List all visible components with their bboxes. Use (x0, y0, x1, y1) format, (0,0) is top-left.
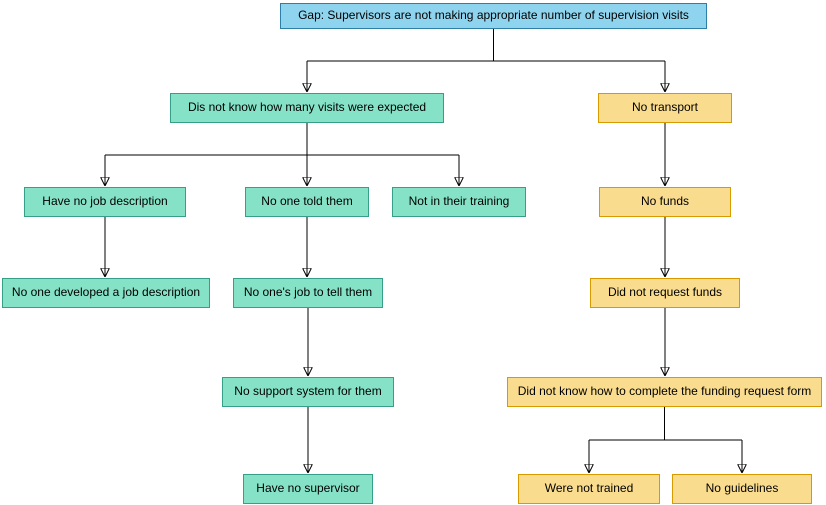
node-no-guidelines-label: No guidelines (705, 481, 779, 496)
node-have-no-supervisor-label: Have no supervisor (256, 481, 360, 496)
node-no-support-system[interactable]: No support system for them (222, 377, 394, 407)
node-no-one-told-them-label: No one told them (261, 194, 353, 209)
node-did-not-request-funds[interactable]: Did not request funds (590, 278, 740, 308)
node-no-transport[interactable]: No transport (598, 93, 732, 123)
node-not-in-their-training-label: Not in their training (408, 194, 510, 209)
node-have-no-job-description-label: Have no job description (42, 194, 168, 209)
node-no-one-developed[interactable]: No one developed a job description (2, 278, 210, 308)
node-gap[interactable]: Gap: Supervisors are not making appropri… (280, 3, 707, 29)
node-no-funds[interactable]: No funds (599, 187, 731, 217)
node-dis-not-know-label: Dis not know how many visits were expect… (187, 100, 427, 115)
node-no-support-system-label: No support system for them (234, 384, 382, 399)
node-no-funds-label: No funds (640, 194, 690, 209)
node-did-not-know-form-label: Did not know how to complete the funding… (517, 384, 812, 399)
node-gap-label: Gap: Supervisors are not making appropri… (298, 8, 689, 23)
node-not-in-their-training[interactable]: Not in their training (392, 187, 526, 217)
node-no-guidelines[interactable]: No guidelines (672, 474, 812, 504)
node-have-no-job-description[interactable]: Have no job description (24, 187, 186, 217)
node-no-one-developed-label: No one developed a job description (11, 285, 201, 300)
node-were-not-trained-label: Were not trained (544, 481, 634, 496)
node-did-not-request-funds-label: Did not request funds (607, 285, 723, 300)
node-were-not-trained[interactable]: Were not trained (518, 474, 660, 504)
node-no-ones-job[interactable]: No one's job to tell them (233, 278, 383, 308)
node-no-ones-job-label: No one's job to tell them (243, 285, 373, 300)
node-no-transport-label: No transport (631, 100, 699, 115)
node-have-no-supervisor[interactable]: Have no supervisor (243, 474, 373, 504)
node-did-not-know-form[interactable]: Did not know how to complete the funding… (507, 377, 822, 407)
node-dis-not-know[interactable]: Dis not know how many visits were expect… (170, 93, 444, 123)
node-no-one-told-them[interactable]: No one told them (245, 187, 369, 217)
